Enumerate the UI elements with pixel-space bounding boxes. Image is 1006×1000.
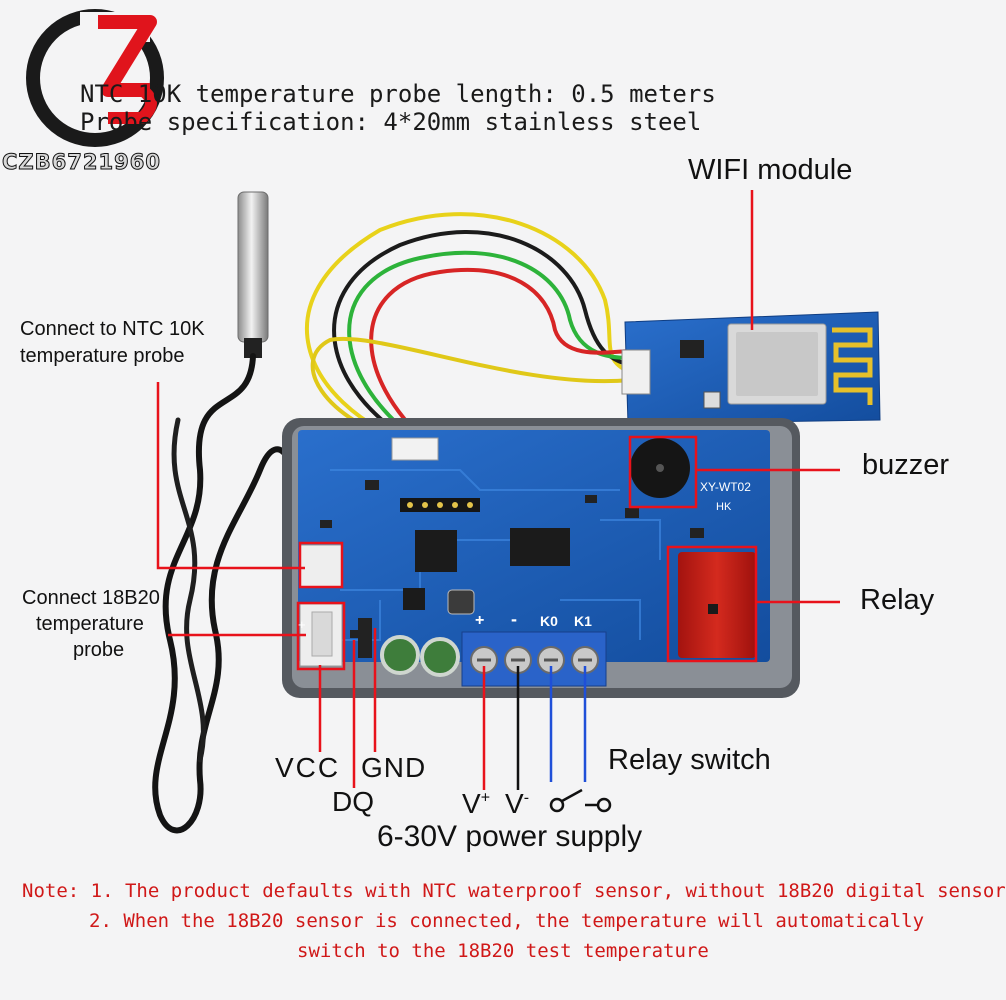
- wifi-cable: [305, 212, 632, 447]
- label-18b20-2: temperature: [36, 613, 144, 635]
- brand-logo: [26, 9, 164, 147]
- label-dq: DQ: [332, 786, 374, 817]
- brand-logo-text: CZB6721960: [2, 150, 161, 175]
- callout-lines: [156, 190, 840, 790]
- label-power-supply: 6-30V power supply: [377, 820, 643, 853]
- note-line-1: Note: 1. The product defaults with NTC w…: [22, 880, 1006, 902]
- ntc-probe: [152, 191, 313, 834]
- note-line-3: switch to the 18B20 test temperature: [297, 940, 709, 962]
- spec-probe-length: NTC 10K temperature probe length: 0.5 me…: [80, 80, 716, 108]
- board-hk: HK: [716, 501, 732, 513]
- controller-board: [282, 418, 800, 698]
- label-gnd: GND: [361, 752, 427, 783]
- label-ntc-connect-1: Connect to NTC 10K: [20, 318, 205, 340]
- switch-symbol: [549, 788, 612, 813]
- terminal-minus-label: -: [511, 609, 517, 629]
- label-18b20-3: probe: [73, 639, 125, 661]
- label-buzzer: buzzer: [862, 449, 950, 481]
- label-relay: Relay: [860, 584, 935, 616]
- terminal-k1-label: K1: [574, 613, 592, 629]
- spec-probe-size: Probe specification: 4*20mm stainless st…: [80, 108, 702, 136]
- terminal-plus: +: [298, 617, 306, 632]
- terminal-k0-label: K0: [540, 613, 558, 629]
- wifi-module-board: [621, 311, 881, 425]
- terminal-plus-label: +: [475, 612, 485, 629]
- relay-switch-lines: [549, 666, 587, 782]
- label-vcc: VCC: [275, 752, 341, 783]
- label-ntc-connect-2: temperature probe: [20, 345, 185, 367]
- label-relay-switch: Relay switch: [608, 744, 771, 776]
- label-v-minus: V-: [505, 788, 530, 819]
- label-v-plus: V+: [462, 788, 491, 819]
- label-wifi-module: WIFI module: [688, 154, 853, 186]
- board-model: XY-WT02: [700, 480, 751, 494]
- note-line-2: 2. When the 18B20 sensor is connected, t…: [89, 910, 925, 932]
- label-18b20-1: Connect 18B20: [22, 587, 160, 609]
